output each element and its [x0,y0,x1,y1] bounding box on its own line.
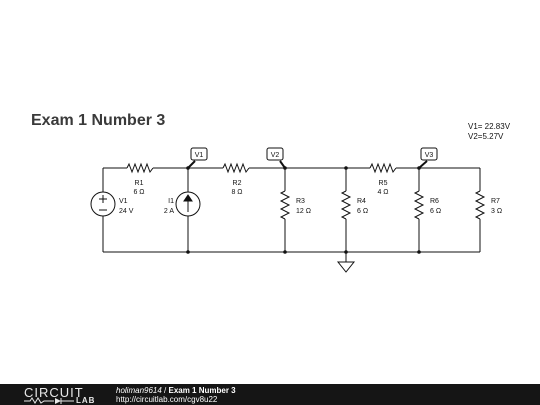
r3-value: 12 Ω [296,208,311,215]
probe-v1-label: V1 [195,152,204,159]
r5-value: 4 Ω [377,189,388,196]
r5-name: R5 [379,180,388,187]
v1-value: 24 V [119,208,134,215]
resistor-r4-symbol [340,190,352,220]
v1-name: V1 [119,198,128,205]
r2-name: R2 [233,180,242,187]
label-r1: R1 6 Ω [133,180,144,196]
label-r3: R3 12 Ω [296,198,311,215]
footer-bar: CIRCUIT LAB holiman9614 / Exam 1 Number … [0,384,540,405]
resistor-r3-symbol [279,190,291,220]
r4-name: R4 [357,198,366,205]
probe-v3[interactable]: V3 [420,147,438,161]
resistor-r6-symbol [413,190,425,220]
author-link[interactable]: holiman9614 [116,386,162,395]
circuitlab-logo[interactable]: CIRCUIT LAB [24,384,108,405]
logo-wave-icon [24,397,74,404]
page-title: Exam 1 Number 3 [31,112,166,129]
r1-value: 6 Ω [133,189,144,196]
resistor-r5-symbol [369,162,397,174]
results-note: V1= 22.83V V2=5.27V [468,122,510,142]
r6-name: R6 [430,198,439,205]
r3-name: R3 [296,198,305,205]
result-v2: V2=5.27V [468,132,504,141]
probe-v2-label: V2 [271,152,280,159]
label-v1: V1 24 V [119,198,134,215]
label-r4: R4 6 Ω [357,198,368,215]
logo-bottom-text: LAB [76,396,96,405]
probe-v2[interactable]: V2 [266,147,284,161]
footer-info: holiman9614 / Exam 1 Number 3 http://cir… [116,386,236,404]
footer-project-title[interactable]: Exam 1 Number 3 [168,386,236,395]
r7-value: 3 Ω [491,208,502,215]
label-r2: R2 8 Ω [231,180,242,196]
label-r7: R7 3 Ω [491,198,502,215]
resistor-r2-symbol [222,162,250,174]
result-v1: V1= 22.83V [468,122,511,131]
r2-value: 8 Ω [231,189,242,196]
logo-top-text: CIRCUIT [24,385,84,400]
footer-url[interactable]: http://circuitlab.com/cgv8u22 [116,395,218,404]
i1-name: I1 [168,198,174,205]
resistor-r1-symbol [126,162,154,174]
label-r5: R5 4 Ω [377,180,388,196]
ground-symbol [336,261,356,273]
resistor-r7-symbol [474,190,486,220]
label-r6: R6 6 Ω [430,198,441,215]
r1-name: R1 [135,180,144,187]
probe-v1[interactable]: V1 [190,147,208,161]
i1-value: 2 A [164,208,174,215]
circuit-schematic[interactable]: V1 V2 V3 R1 6 Ω R2 8 Ω R5 4 Ω V1 24 V I1… [0,0,540,384]
r4-value: 6 Ω [357,208,368,215]
r6-value: 6 Ω [430,208,441,215]
r7-name: R7 [491,198,500,205]
probe-v3-label: V3 [425,152,434,159]
label-i1: I1 2 A [164,198,174,215]
footer-separator: / [161,386,169,395]
